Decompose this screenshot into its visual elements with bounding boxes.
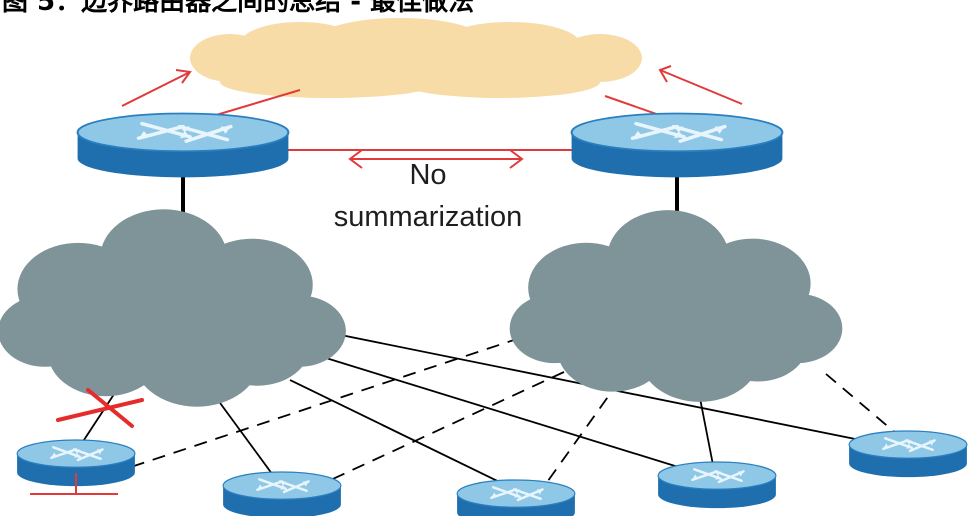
arrow-left	[121, 71, 191, 107]
router-icon	[847, 429, 968, 479]
router-icon	[656, 460, 778, 510]
top-cloud	[190, 18, 642, 98]
edge-router-link	[282, 149, 578, 169]
link-label-line1: No	[409, 159, 446, 191]
backup-links	[133, 337, 905, 493]
router-icon	[221, 470, 343, 516]
router-icon	[78, 114, 289, 178]
advertisement-arrows	[121, 65, 743, 107]
router-icon	[455, 478, 577, 516]
page-title: 图 5：边界路由器之间的总结 - 最佳做法	[2, 0, 475, 17]
link-label-line2: summarization	[334, 201, 523, 233]
x-mark-icon	[56, 388, 144, 428]
router-icon	[572, 114, 783, 178]
arrow-right	[659, 69, 743, 105]
area-cloud-left	[0, 209, 346, 407]
lan-segment	[30, 473, 118, 495]
